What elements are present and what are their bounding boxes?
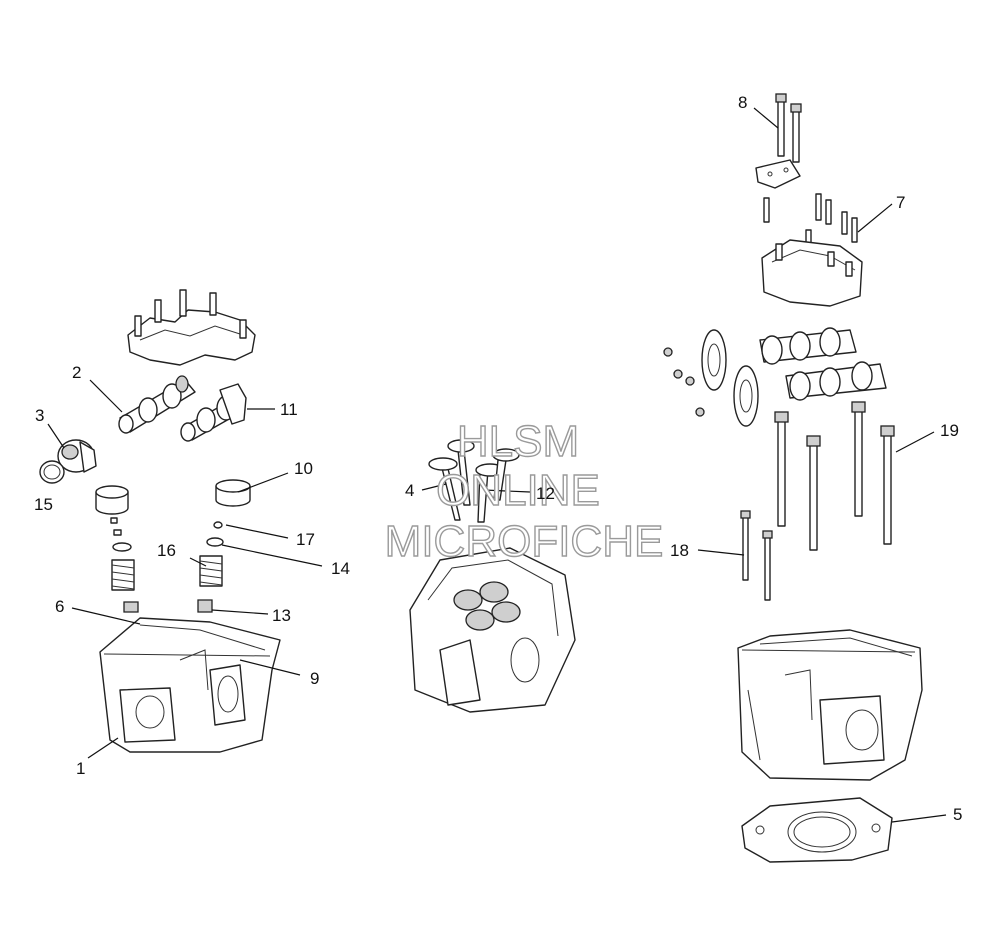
callout-14[interactable]: 14 <box>331 559 350 578</box>
camshafts-right[interactable] <box>759 327 887 401</box>
valve-keepers[interactable] <box>110 517 223 536</box>
callout-4[interactable]: 4 <box>405 481 414 500</box>
chain-guide-bracket[interactable] <box>755 159 801 189</box>
watermark-line-2: ONLINE <box>436 466 600 515</box>
circlip[interactable] <box>39 460 65 484</box>
callout-19[interactable]: 19 <box>940 421 959 440</box>
sprocket-bolts[interactable] <box>663 347 705 417</box>
callout-15[interactable]: 15 <box>34 495 53 514</box>
cam-sprocket[interactable] <box>701 329 759 427</box>
callout-6[interactable]: 6 <box>55 597 64 616</box>
watermark-line-3: MICROFICHE <box>385 517 664 566</box>
callout-18[interactable]: 18 <box>670 541 689 560</box>
cam-sprocket-hub[interactable] <box>57 439 97 473</box>
callout-10[interactable]: 10 <box>294 459 313 478</box>
cam-cap-assembly-right[interactable] <box>761 239 863 307</box>
callout-16[interactable]: 16 <box>157 541 176 560</box>
callout-11[interactable]: 11 <box>280 400 298 419</box>
cam-cap-assembly-left[interactable] <box>127 289 256 366</box>
callout-12[interactable]: 12 <box>536 484 555 503</box>
head-bolts-short[interactable] <box>740 510 773 601</box>
callout-8[interactable]: 8 <box>738 93 747 112</box>
cylinder-head-underside[interactable] <box>409 547 576 713</box>
cylinder-head-right[interactable] <box>737 629 923 781</box>
cam-cap-bolts-long[interactable] <box>775 93 802 163</box>
head-gasket[interactable] <box>741 797 893 863</box>
callout-5[interactable]: 5 <box>953 805 962 824</box>
callout-13[interactable]: 13 <box>272 606 291 625</box>
head-bolts-long[interactable] <box>774 401 895 551</box>
callout-7[interactable]: 7 <box>896 193 905 212</box>
camshaft-exhaust[interactable] <box>118 375 196 434</box>
leader-lines <box>47 107 947 823</box>
valve-stem-seal[interactable] <box>123 599 213 613</box>
callout-3[interactable]: 3 <box>35 406 44 425</box>
callout-9[interactable]: 9 <box>310 669 319 688</box>
valve-tappet[interactable] <box>95 479 251 515</box>
callout-2[interactable]: 2 <box>72 363 81 382</box>
spring-retainer[interactable] <box>112 537 224 552</box>
callout-17[interactable]: 17 <box>296 530 315 549</box>
valve-spring[interactable] <box>111 555 223 591</box>
cylinder-head-left[interactable] <box>99 617 281 753</box>
camshaft-intake[interactable] <box>180 383 247 442</box>
callout-1[interactable]: 1 <box>76 759 85 778</box>
watermark-line-1: HLSM <box>457 417 579 466</box>
watermark: HLSM ONLINE MICROFICHE <box>384 416 664 566</box>
callout-labels: 1 2 3 4 5 6 7 8 9 10 11 12 13 14 15 16 1… <box>34 93 962 824</box>
